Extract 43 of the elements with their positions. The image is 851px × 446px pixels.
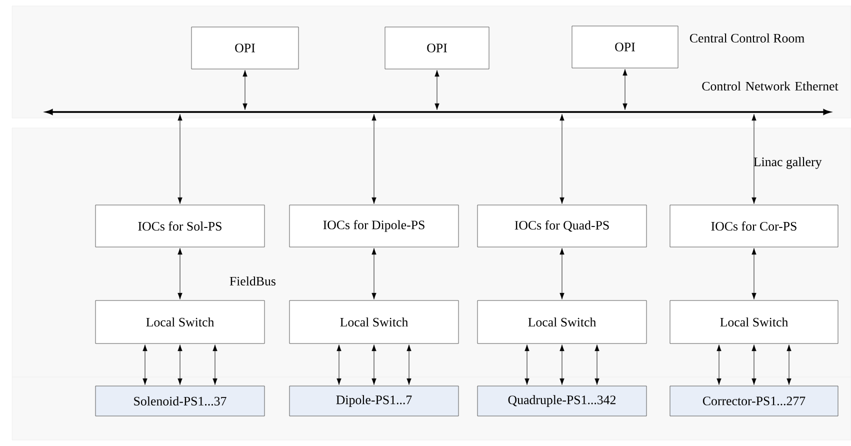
arrow: [716, 344, 722, 385]
arrow: [560, 344, 564, 385]
device-box: Local Switch: [95, 300, 265, 344]
arrow: [560, 248, 564, 300]
arrow: [372, 344, 376, 385]
arrow: [178, 344, 182, 385]
area-label: Central Control Room: [690, 33, 804, 43]
arrow: [594, 344, 600, 385]
arrow: [142, 344, 148, 385]
device-box: IOCs for Dipole-PS: [289, 204, 459, 248]
device-box: OPI: [384, 26, 490, 70]
area-label: Linac gallery: [754, 157, 822, 169]
network-bus-line: [46, 109, 830, 115]
arrow: [622, 69, 628, 110]
device-box: OPI: [572, 26, 678, 68]
device-box: IOCs for Cor-PS: [670, 204, 838, 248]
device-box: IOCs for Quad-PS: [477, 204, 647, 248]
arrow: [406, 344, 412, 385]
arrow: [212, 344, 218, 385]
device-box: OPI: [191, 26, 299, 70]
device-box: Local Switch: [670, 300, 838, 344]
power-supply-box: Quadruple-PS1...342: [477, 386, 647, 416]
bus-label: FieldBus: [230, 276, 276, 286]
device-box: IOCs for Sol-PS: [95, 204, 265, 248]
arrow: [752, 248, 756, 300]
arrow: [178, 248, 182, 300]
power-supply-box: Corrector-PS1...277: [670, 386, 838, 416]
arrow: [242, 70, 248, 110]
arrow: [752, 344, 756, 385]
power-supply-box: Solenoid-PS1...37: [95, 386, 265, 416]
arrow: [372, 114, 376, 204]
arrow: [336, 344, 342, 385]
arrow: [178, 114, 182, 204]
arrow: [372, 248, 376, 300]
device-box: Local Switch: [477, 300, 647, 344]
arrow: [786, 344, 792, 385]
power-supply-box: Dipole-PS1...7: [289, 386, 459, 416]
arrow: [434, 70, 440, 110]
device-box: Local Switch: [289, 300, 459, 344]
arrow: [752, 114, 756, 204]
arrow: [560, 114, 564, 204]
network-label: Control Network Ethernet: [702, 81, 838, 91]
arrow: [524, 344, 530, 385]
